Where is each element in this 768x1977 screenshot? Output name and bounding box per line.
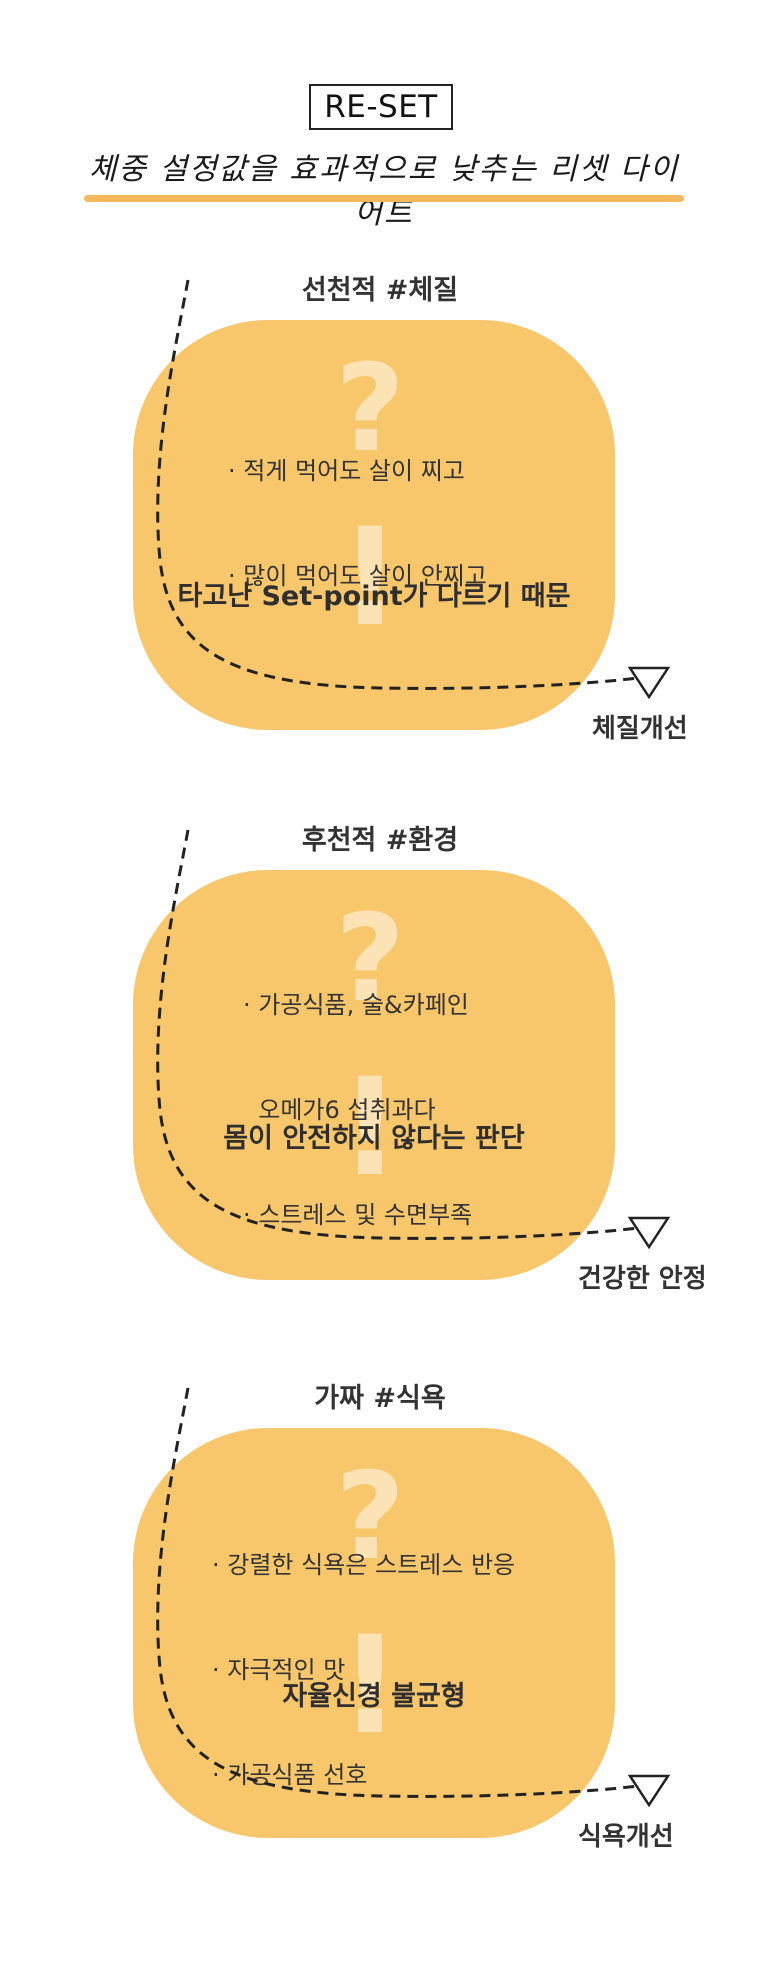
section-blob [133,870,615,1280]
page-title: RE-SET [309,84,453,130]
list-item: · 가공식품, 술&카페인 [243,991,469,1019]
bullet-list: · 적게 먹어도 살이 찌고 · 많이 먹어도 살이 안찌고 [228,384,487,664]
triangle-arrow-icon [627,666,671,700]
section-blob [133,320,615,730]
exclamation-mark-icon: ! [339,499,401,656]
section-conclusion: 몸이 안전하지 않다는 판단 [223,1123,525,1154]
question-mark-icon: ? [335,1448,405,1587]
dashed-path-arrow [156,1387,671,1808]
list-item: · 스트레스 및 수면부족 [243,1201,473,1229]
question-mark-icon: ? [335,890,405,1029]
bullet-list: · 강렬한 식욕은 스트레스 반응 · 자극적인 맛 · 가공식품 선호 [212,1478,515,1863]
triangle-arrow-icon [627,1774,671,1808]
question-mark-icon: ? [335,340,405,479]
section-outcome: 식욕개선 [578,1822,674,1852]
section-outcome: 체질개선 [592,714,688,744]
exclamation-mark-icon: ! [339,1049,401,1206]
section-title: 후천적 #환경 [301,825,459,856]
section-title: 선천적 #체질 [301,275,459,306]
section-outcome: 건강한 안정 [578,1264,707,1294]
list-item: · 적게 먹어도 살이 찌고 [228,457,465,485]
bullet-list: · 가공식품, 술&카페인 오메가6 섭취과다 · 스트레스 및 수면부족 [243,918,472,1303]
triangle-arrow-icon [627,1216,671,1250]
section-blob [133,1428,615,1838]
list-item: 오메가6 섭취과다 [243,1096,436,1124]
section-constitution: 선천적 #체질 ? ! · 적게 먹어도 살이 찌고 · 많이 먹어도 살이 안… [0,260,768,780]
subtitle-underline [84,195,684,202]
dashed-path-arrow [156,279,671,700]
exclamation-mark-icon: ! [339,1607,401,1764]
section-fake-appetite: 가짜 #식욕 ? ! · 강렬한 식욕은 스트레스 반응 · 자극적인 맛 · … [0,1368,768,1888]
header: RE-SET 체중 설정값을 효과적으로 낮추는 리셋 다이어트 [0,0,768,231]
list-item: · 강렬한 식욕은 스트레스 반응 [212,1551,516,1579]
list-item: · 자극적인 맛 [212,1656,346,1684]
section-title: 가짜 #식욕 [314,1383,446,1414]
dashed-path-arrow [156,829,671,1250]
section-conclusion: 자율신경 불균형 [282,1681,466,1712]
page-subtitle: 체중 설정값을 효과적으로 낮추는 리셋 다이어트 [88,152,680,231]
section-conclusion: 타고난 Set-point가 다르기 때문 [177,581,571,612]
list-item: · 많이 먹어도 살이 안찌고 [228,562,487,590]
section-environment: 후천적 #환경 ? ! · 가공식품, 술&카페인 오메가6 섭취과다 · 스트… [0,810,768,1330]
